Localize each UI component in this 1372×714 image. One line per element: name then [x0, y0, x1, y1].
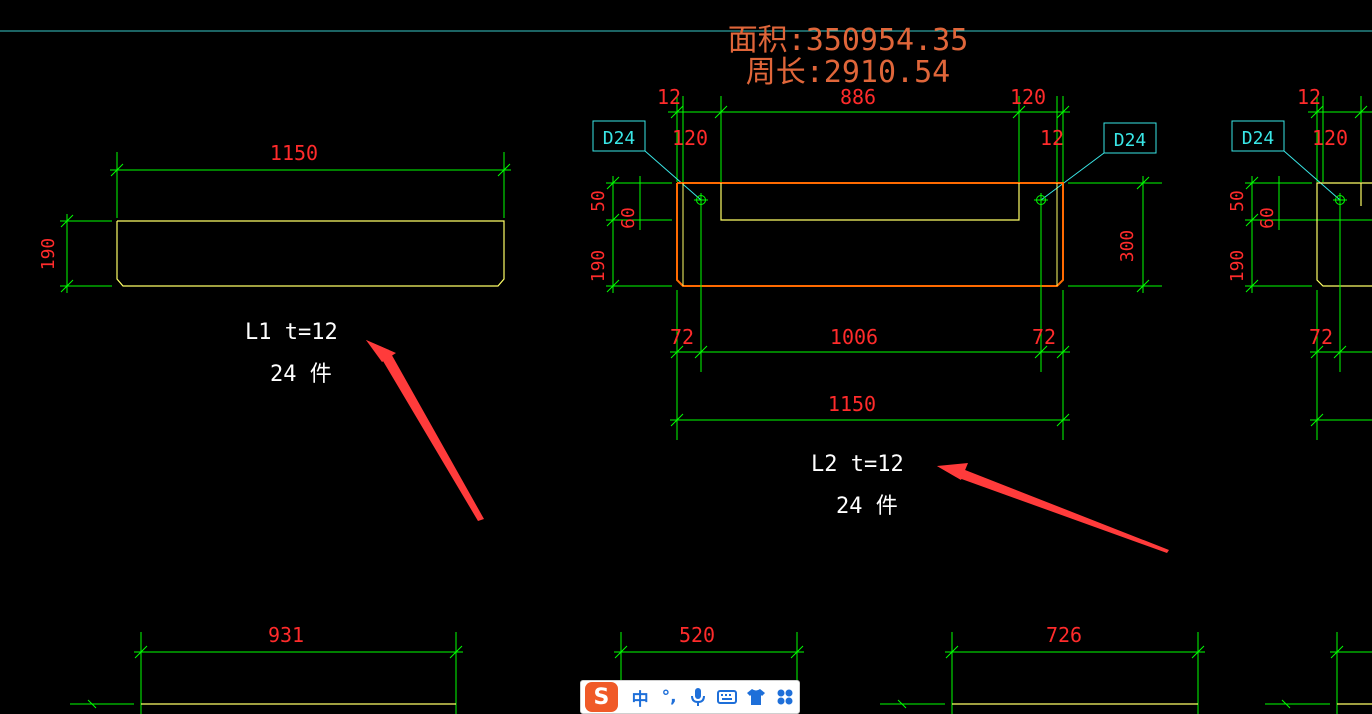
l1-height-dim: 190 — [38, 238, 59, 271]
l3-plate-outline — [1316, 182, 1372, 287]
l3-top-dim-120: 120 — [1312, 126, 1348, 150]
annotation-arrow-l2 — [937, 463, 1169, 553]
sogou-logo-icon[interactable]: S — [585, 682, 618, 712]
keyboard-icon[interactable] — [712, 682, 741, 712]
l1-count-label: 24 件 — [270, 362, 332, 387]
l2-plate-outline[interactable] — [676, 182, 1064, 287]
l3-hole-tag — [1231, 120, 1285, 152]
perimeter-readout: 周长:2910.54 — [746, 55, 951, 90]
l3-top-dim-12: 12 — [1297, 85, 1321, 109]
l3-left-dim-50: 50 — [1227, 190, 1248, 212]
l2-bottom-dim-right: 72 — [1032, 325, 1056, 349]
microphone-icon[interactable] — [683, 682, 712, 712]
l2-inner-dim-right: 12 — [1040, 126, 1064, 150]
l2-hole-tag-right-text: D24 — [1114, 130, 1147, 151]
l2-inner-dim-left: 120 — [672, 126, 708, 150]
part-l3-partial[interactable]: 12 120 D24 50 60 190 72 — [1227, 85, 1372, 440]
l2-count-label: 24 件 — [836, 494, 898, 519]
bottom-dim-726: 726 — [1046, 623, 1082, 647]
l2-hole-right — [1034, 193, 1048, 207]
l2-top-dim-left: 12 — [657, 85, 681, 109]
bottom-row-parts[interactable]: 931 520 726 — [70, 623, 1372, 714]
l1-width-dim: 1150 — [270, 141, 318, 165]
l2-top-dim-middle: 886 — [840, 85, 876, 109]
l3-hole-tag-text: D24 — [1242, 128, 1275, 149]
l2-right-dim-300: 300 — [1117, 230, 1138, 263]
area-readout: 面积:350954.35 — [728, 23, 969, 58]
l3-left-dim-190: 190 — [1227, 250, 1248, 283]
l2-left-dim-190: 190 — [588, 250, 609, 283]
l2-hole-tag-left — [592, 120, 646, 152]
part-l1[interactable]: 1150 190 L1 t=12 24 件 — [38, 141, 511, 387]
bottom-dim-520: 520 — [679, 623, 715, 647]
l2-top-dim-right: 120 — [1010, 85, 1046, 109]
l2-left-dim-50: 50 — [588, 190, 609, 212]
toolbox-grid-icon[interactable] — [770, 682, 799, 712]
l1-part-label: L1 t=12 — [245, 320, 338, 345]
l2-hole-left — [694, 193, 708, 207]
bottom-dim-931: 931 — [268, 623, 304, 647]
l1-plate-outline — [116, 220, 505, 287]
l2-bottom-dim-left: 72 — [670, 325, 694, 349]
l2-hole-tag-left-text: D24 — [603, 128, 636, 149]
part-l2[interactable]: 12 886 120 120 12 D24 D24 50 60 190 300 — [588, 85, 1162, 519]
l3-left-dim-60: 60 — [1257, 207, 1278, 229]
l2-hole-tag-right — [1103, 122, 1157, 154]
ime-toolbar[interactable]: S 中 °, — [580, 680, 800, 714]
skin-shirt-icon[interactable] — [741, 682, 770, 712]
l2-left-dim-60: 60 — [618, 207, 639, 229]
l3-hole — [1333, 193, 1347, 207]
l2-overall-dim: 1150 — [828, 392, 876, 416]
l3-bottom-dim-72: 72 — [1309, 325, 1333, 349]
l2-top-notch — [720, 183, 1020, 221]
l2-bottom-dim-middle: 1006 — [830, 325, 878, 349]
chinese-mode-icon[interactable]: 中 — [631, 689, 649, 710]
punctuation-icon[interactable]: °, — [661, 687, 677, 707]
l2-part-label: L2 t=12 — [811, 452, 904, 477]
annotation-arrow-l1 — [366, 340, 484, 521]
